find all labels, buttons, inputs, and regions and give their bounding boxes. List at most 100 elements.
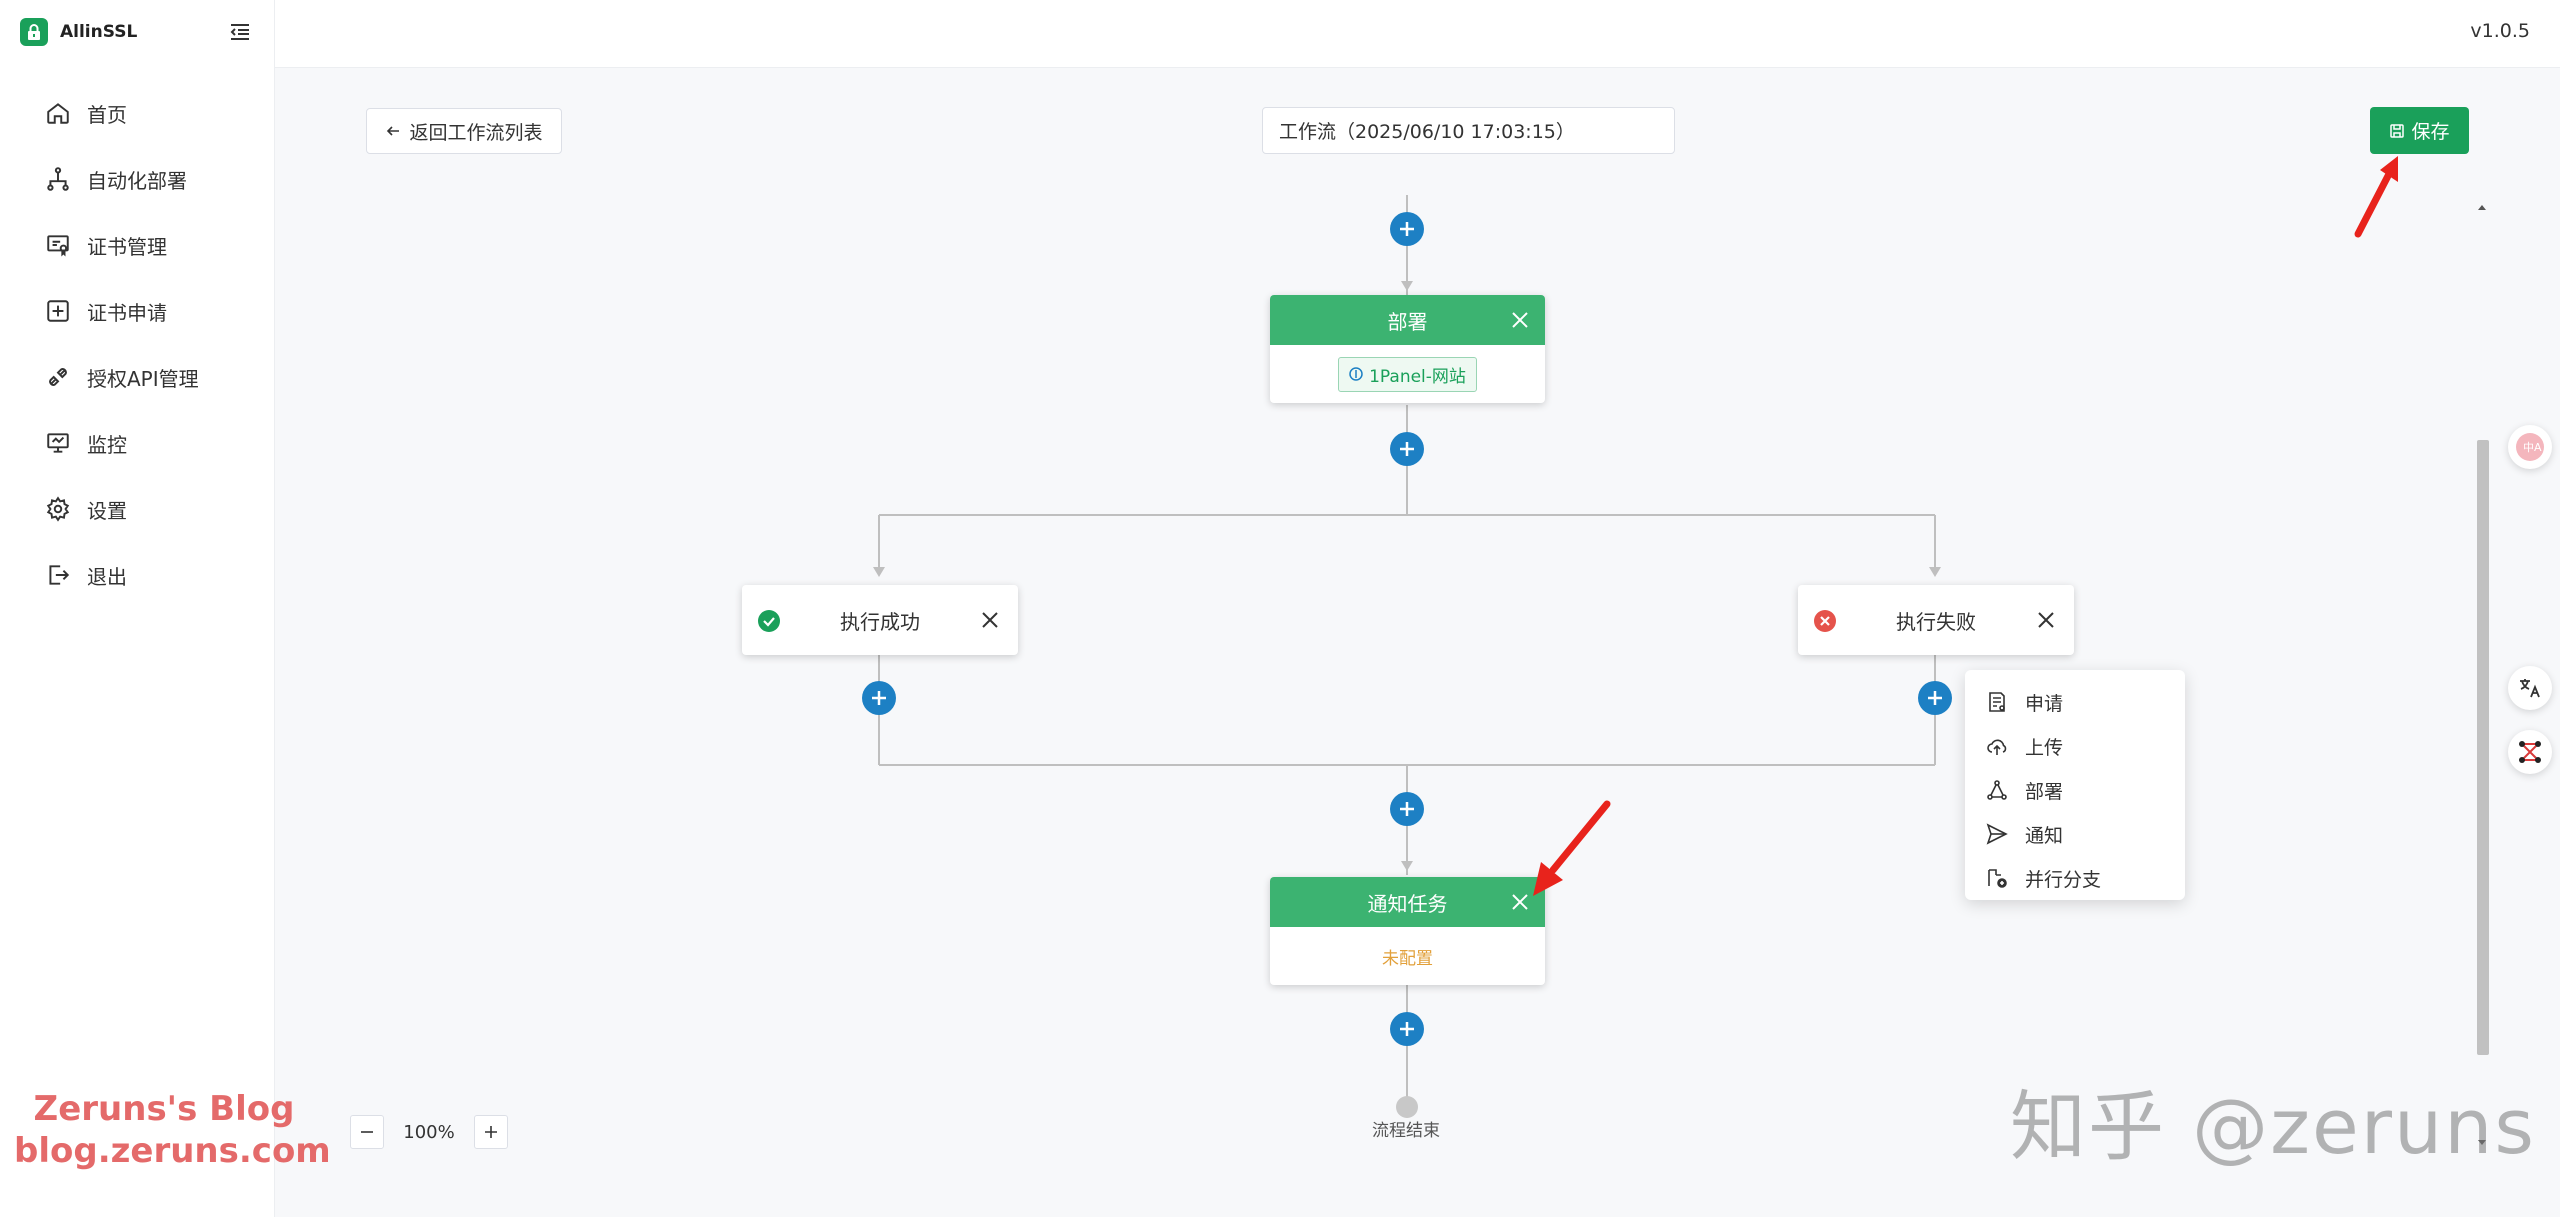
certificate-icon xyxy=(47,235,69,257)
save-button-label: 保存 xyxy=(2411,121,2450,143)
save-button[interactable]: 保存 xyxy=(2370,107,2469,154)
sidebar-item-label: 退出 xyxy=(87,564,127,589)
notify-node[interactable]: 通知任务 未配置 xyxy=(1270,877,1545,985)
api-link-icon xyxy=(49,368,67,386)
blog-watermark: Zeruns's Blog blog.zeruns.com xyxy=(14,1088,331,1172)
end-dot xyxy=(1396,1096,1418,1118)
arrow-left-icon xyxy=(387,126,400,136)
node-header: 部署 xyxy=(1270,295,1545,345)
sidebar-item-label: 自动化部署 xyxy=(87,168,187,193)
menu-item-parallel-branch[interactable]: 并行分支 xyxy=(1965,856,2185,900)
fail-condition-node[interactable]: 执行失败 xyxy=(1798,585,2074,655)
back-button-label: 返回工作流列表 xyxy=(409,121,543,144)
save-icon xyxy=(2390,123,2405,138)
condition-label: 执行失败 xyxy=(1896,609,1976,634)
plus-icon xyxy=(1400,442,1414,456)
node-body: 1Panel-网站 xyxy=(1270,345,1545,403)
plus-icon xyxy=(1400,1022,1414,1036)
sidebar-item-label: 证书管理 xyxy=(87,234,167,259)
provider-tag-label: 1Panel-网站 xyxy=(1369,366,1466,387)
close-icon[interactable] xyxy=(978,608,1002,632)
deploy-node[interactable]: 部署 1Panel-网站 xyxy=(1270,295,1545,403)
add-node-button[interactable] xyxy=(1918,681,1952,715)
scrollbar-thumb[interactable] xyxy=(2477,440,2489,1055)
back-to-workflow-list-button[interactable]: 返回工作流列表 xyxy=(366,108,562,154)
close-icon[interactable] xyxy=(1509,309,1531,331)
menu-item-upload[interactable]: 上传 xyxy=(1965,724,2185,768)
sidebar-item-cert-manage[interactable]: 证书管理 xyxy=(0,212,275,278)
menu-item-label: 上传 xyxy=(2025,736,2064,759)
success-condition-node[interactable]: 执行成功 xyxy=(742,585,1018,655)
close-icon[interactable] xyxy=(2034,608,2058,632)
add-node-button[interactable] xyxy=(1390,212,1424,246)
node-status: 未配置 xyxy=(1382,948,1433,969)
app-name: AllinSSL xyxy=(60,22,138,42)
zoom-out-button[interactable] xyxy=(350,1115,384,1149)
scroll-arrows xyxy=(2478,205,2486,1145)
check-circle-icon xyxy=(758,610,780,632)
home-icon xyxy=(47,103,69,124)
add-node-button[interactable] xyxy=(1390,792,1424,826)
plus-icon xyxy=(485,1126,497,1138)
topbar: v1.0.5 xyxy=(275,0,2560,68)
add-node-menu: 申请 上传 部署 通知 并行分支 xyxy=(1965,670,2185,900)
network-tool-button[interactable] xyxy=(2508,730,2552,774)
menu-item-deploy[interactable]: 部署 xyxy=(1965,768,2185,812)
menu-item-label: 通知 xyxy=(2025,824,2064,847)
sidebar-item-label: 证书申请 xyxy=(87,300,167,325)
sidebar-item-auto-deploy[interactable]: 自动化部署 xyxy=(0,146,275,212)
translate-icon xyxy=(2520,679,2540,698)
lock-logo-icon xyxy=(20,18,48,46)
branch-icon xyxy=(1988,869,2007,888)
upload-cloud-icon xyxy=(1987,739,2007,755)
collapse-menu-icon[interactable] xyxy=(228,20,252,44)
deploy-icon xyxy=(1987,780,2007,800)
translate-float-button[interactable]: 中A xyxy=(2508,425,2552,469)
menu-item-label: 并行分支 xyxy=(2025,868,2102,891)
translate-button[interactable] xyxy=(2508,666,2552,710)
vertical-scrollbar[interactable] xyxy=(2474,200,2490,1150)
sidebar-item-home[interactable]: 首页 xyxy=(0,80,275,146)
zoom-in-button[interactable] xyxy=(474,1115,508,1149)
send-icon xyxy=(1986,823,2008,845)
minus-icon xyxy=(361,1131,373,1133)
plus-square-icon xyxy=(47,300,69,322)
sidebar-item-label: 监控 xyxy=(87,432,127,457)
error-circle-icon xyxy=(1814,610,1836,632)
sidebar-item-label: 首页 xyxy=(87,102,127,127)
sidebar-nav: 首页 自动化部署 证书管理 证书申请 授权API管理 监控 设置 退出 xyxy=(0,80,275,608)
monitor-icon xyxy=(47,433,69,453)
close-icon[interactable] xyxy=(1509,891,1531,913)
sidebar-item-label: 设置 xyxy=(87,498,127,523)
sidebar: AllinSSL 首页 自动化部署 证书管理 证书申请 授权API管理 监控 xyxy=(0,0,331,1217)
workflow-name-input[interactable]: 工作流（2025/06/10 17:03:15） xyxy=(1262,107,1675,154)
sidebar-item-logout[interactable]: 退出 xyxy=(0,542,275,608)
node-title: 通知任务 xyxy=(1367,891,1448,916)
node-body: 未配置 xyxy=(1270,927,1545,985)
watermark-line: Zeruns's Blog xyxy=(33,1089,295,1129)
add-node-button[interactable] xyxy=(862,681,896,715)
sidebar-item-label: 授权API管理 xyxy=(87,366,199,391)
provider-icon xyxy=(1349,367,1363,381)
workflow-name-value: 工作流（2025/06/10 17:03:15） xyxy=(1279,121,1575,143)
annotation-arrow xyxy=(2354,156,2398,238)
sidebar-item-settings[interactable]: 设置 xyxy=(0,476,275,542)
sidebar-item-cert-apply[interactable]: 证书申请 xyxy=(0,278,275,344)
menu-item-apply[interactable]: 申请 xyxy=(1965,680,2185,724)
app-logo[interactable]: AllinSSL xyxy=(20,18,137,46)
add-node-button[interactable] xyxy=(1390,432,1424,466)
logout-icon xyxy=(49,565,70,585)
plus-icon xyxy=(1400,802,1414,816)
zhihu-watermark: 知乎 @zeruns xyxy=(2010,1082,2536,1171)
provider-tag: 1Panel-网站 xyxy=(1338,356,1477,392)
zoom-control: 100% xyxy=(350,1115,508,1149)
svg-text:中A: 中A xyxy=(2523,441,2542,454)
add-node-button[interactable] xyxy=(1390,1012,1424,1046)
translate-badge-icon: 中A xyxy=(2516,433,2544,461)
gear-icon xyxy=(46,496,70,522)
workflow-canvas[interactable]: 部署 1Panel-网站 执行成功 执行失败 通知任务 未配置 xyxy=(275,195,2485,1155)
sidebar-item-monitor[interactable]: 监控 xyxy=(0,410,275,476)
menu-item-notify[interactable]: 通知 xyxy=(1965,812,2185,856)
sidebar-item-api-manage[interactable]: 授权API管理 xyxy=(0,344,275,410)
condition-label: 执行成功 xyxy=(840,609,920,634)
